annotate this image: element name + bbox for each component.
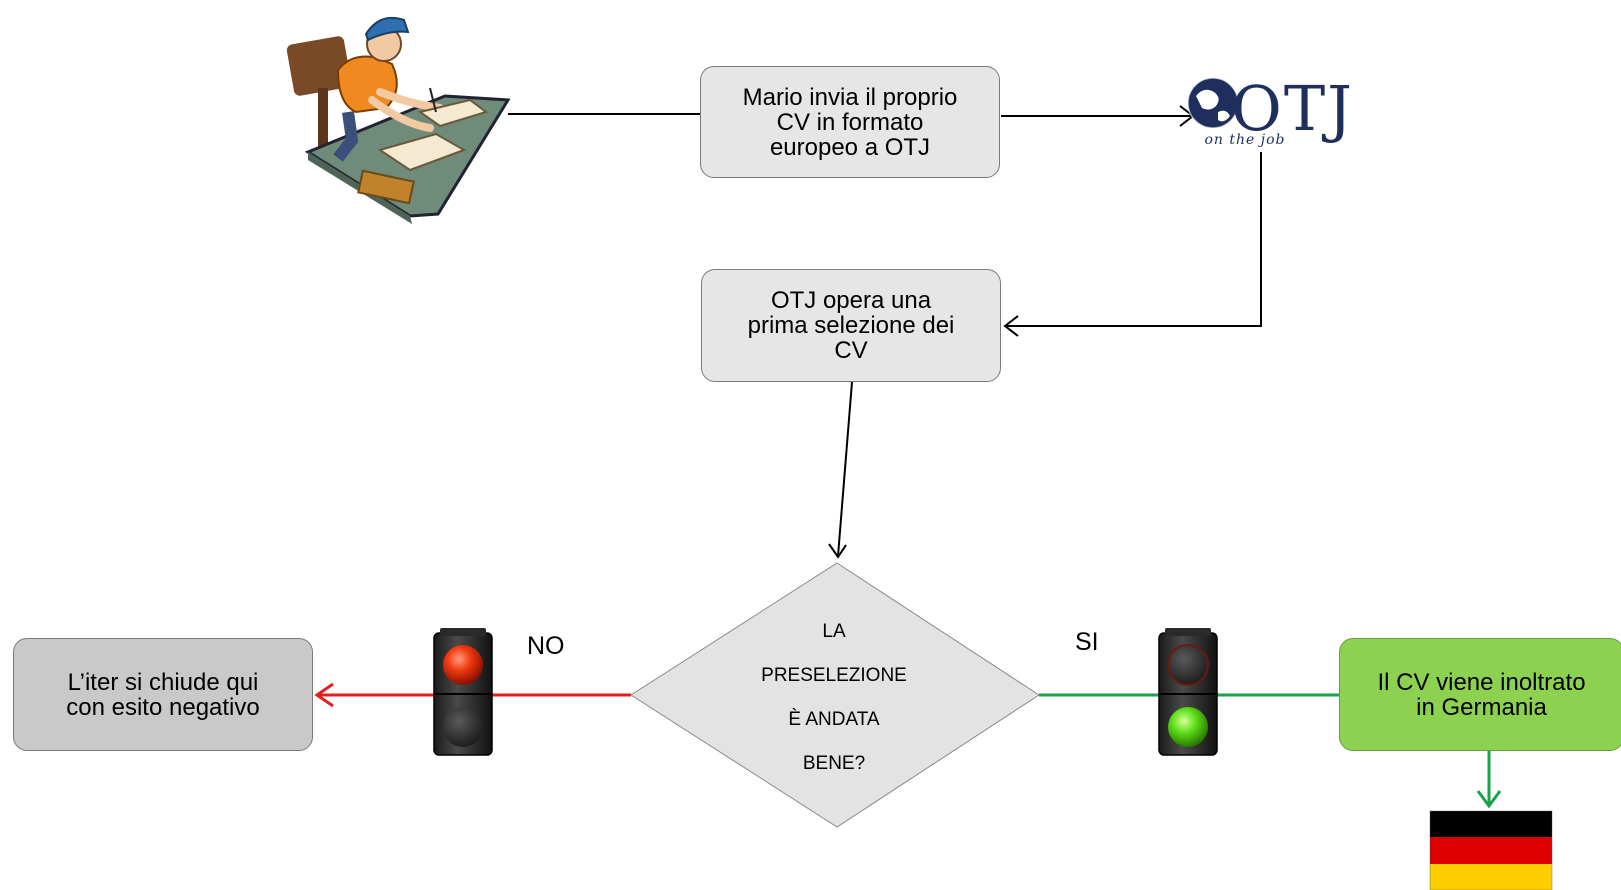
decision-line-1: LA	[822, 621, 846, 642]
send-cv-line-3: europeo a OTJ	[769, 133, 931, 161]
no-branch-label: NO	[527, 632, 565, 660]
otj-logo-tagline: on the job	[1204, 132, 1286, 148]
connector-select-to-decision	[837, 381, 853, 557]
otj-logo-letters: OTJ	[1231, 72, 1355, 145]
positive-line-2: in Germania	[1416, 693, 1547, 721]
germany-flag-icon	[1429, 810, 1553, 890]
send-cv-line-2: CV in formato	[776, 108, 924, 136]
preselection-line-3: CV	[834, 337, 868, 364]
negative-outcome-box: L’iter si chiude qui con esito negativo	[13, 638, 313, 751]
arrowhead-select	[1003, 315, 1019, 337]
traffic-light-red-icon	[433, 628, 493, 756]
decision-line-3: È ANDATA	[788, 709, 880, 730]
positive-line-1: Il CV viene inoltrato	[1377, 668, 1586, 696]
arrowhead-negative	[314, 682, 334, 708]
preselection-line-1: OTJ opera una	[770, 287, 932, 314]
decision-line-4: BENE?	[802, 753, 866, 774]
send-cv-line-1: Mario invia il proprio	[742, 83, 958, 111]
arrowhead-germany	[1476, 790, 1502, 809]
send-cv-box: Mario invia il proprio CV in formato eur…	[700, 66, 1000, 178]
negative-line-2: con esito negativo	[66, 693, 260, 721]
positive-outcome-box: Il CV viene inoltrato in Germania	[1339, 638, 1621, 751]
globe-icon	[1187, 77, 1239, 129]
arrowhead-decision	[828, 543, 847, 559]
otj-logo: OTJ on the job	[1195, 74, 1352, 156]
preselection-box: OTJ opera una prima selezione dei CV	[701, 269, 1001, 382]
yes-branch-label: SI	[1075, 628, 1099, 656]
decision-text: LA PRESELEZIONE È ANDATA BENE?	[734, 610, 934, 786]
preselection-line-2: prima selezione dei	[747, 312, 955, 339]
traffic-light-green-icon	[1158, 628, 1218, 756]
student-at-desk-icon	[286, 16, 511, 224]
connector-otj-to-select	[1005, 152, 1262, 327]
decision-diamond	[630, 562, 1040, 828]
negative-line-1: L’iter si chiude qui	[67, 668, 259, 696]
connectors	[314, 105, 1502, 809]
decision-line-2: PRESELEZIONE	[761, 665, 907, 686]
